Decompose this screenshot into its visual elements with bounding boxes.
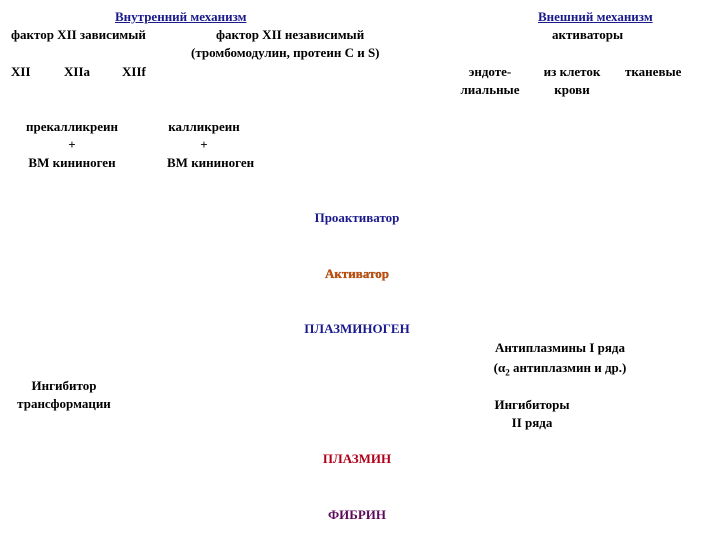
extrinsic-mechanism-title: Внешний механизм [538, 9, 653, 24]
second-order-inhibitors-line-2: II ряда [511, 415, 553, 430]
factor-xiif: XIIf [122, 64, 146, 79]
plasminogen: ПЛАЗМИНОГЕН [304, 321, 410, 336]
tissue-activators: тканевые [625, 64, 682, 79]
transformation-inhibitor: Ингибитор трансформации [8, 378, 120, 412]
activator: Активатор [325, 266, 389, 281]
hmw-kininogen: ВМ кининоген [167, 155, 255, 170]
kallikrein: калликреин [168, 119, 240, 134]
blood-cell-activators: из клеток крови [532, 64, 612, 98]
antiplasmins-line-2: (α2 антиплазмин и др.) [493, 360, 627, 378]
plus-sign: + [68, 137, 76, 152]
activators-label: активаторы [552, 27, 624, 42]
fibrin: ФИБРИН [327, 507, 387, 522]
factor-xii: XII [11, 64, 31, 79]
alpha-symbol: α [497, 360, 506, 375]
transformation-inhibitor-line-1: Ингибитор [31, 378, 97, 393]
factor-xii-independent: фактор XII независимый [216, 27, 365, 42]
factor-xiia: XIIa [64, 64, 91, 79]
second-order-inhibitors-line-1: Ингибиторы [494, 397, 570, 412]
plus-sign: + [200, 137, 208, 152]
factor-xii-dependent: фактор XII зависимый [11, 27, 146, 42]
intrinsic-mechanism-title: Внутренний механизм [115, 9, 247, 24]
antiplasmins-first-order: Антиплазмины I ряда (α2 антиплазмин и др… [470, 340, 650, 381]
endothelial-line-1: эндоте- [468, 64, 512, 79]
blood-cells-line-1: из клеток [543, 64, 601, 79]
blood-cells-line-2: крови [554, 82, 590, 97]
kallikrein-block: калликреин + [158, 119, 250, 153]
endothelial-line-2: лиальные [460, 82, 520, 97]
endothelial-activators: эндоте- лиальные [450, 64, 530, 98]
proactivator: Проактиватор [314, 210, 400, 225]
transformation-inhibitor-line-2: трансформации [17, 396, 111, 411]
second-order-inhibitors: Ингибиторы II ряда [477, 397, 587, 431]
prekallikrein: прекалликреин [26, 119, 118, 134]
antiplasmins-line-1: Антиплазмины I ряда [495, 340, 625, 355]
plasmin: ПЛАЗМИН [322, 451, 392, 466]
prekallikrein-block: прекалликреин + ВМ кининоген [12, 119, 132, 171]
hmw-kininogen: ВМ кининоген [28, 155, 116, 170]
independent-note: (тромбомодулин, протеин C и S) [191, 45, 380, 60]
